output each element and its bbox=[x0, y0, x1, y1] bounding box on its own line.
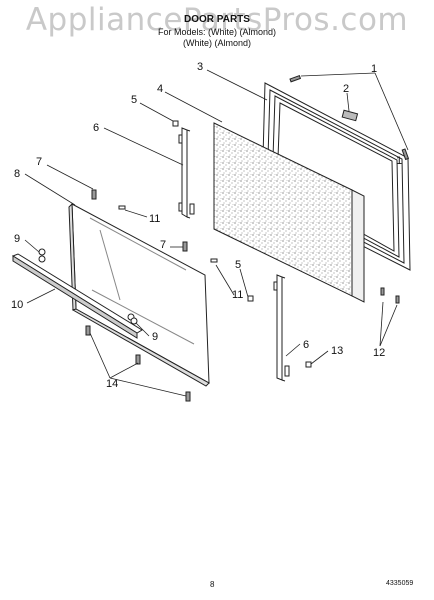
outer-door-panel bbox=[68, 202, 210, 387]
callout-3: 3 bbox=[197, 61, 203, 73]
right-door-channel bbox=[273, 274, 290, 382]
page-number: 8 bbox=[210, 580, 215, 589]
door-insulation bbox=[213, 122, 365, 303]
callout-5-b: 5 bbox=[235, 259, 241, 271]
handle-end-caps bbox=[38, 248, 138, 325]
callout-7-a: 7 bbox=[36, 156, 42, 168]
callout-4: 4 bbox=[157, 83, 163, 95]
diagram-subtitle: For Models: (White) (Almond) bbox=[157, 27, 277, 37]
callout-14: 14 bbox=[106, 378, 118, 390]
callout-5-a: 5 bbox=[131, 94, 137, 106]
diagram-title: DOOR PARTS bbox=[184, 14, 250, 25]
callout-12: 12 bbox=[373, 347, 385, 359]
callout-labels: 1 1 2 3 4 5 5 6 6 7 7 8 9 9 10 11 11 12 … bbox=[11, 61, 402, 390]
callout-10: 10 bbox=[11, 299, 23, 311]
door-handle bbox=[11, 253, 143, 339]
callout-1-a: 1 bbox=[371, 63, 377, 75]
callout-9-b: 9 bbox=[152, 331, 158, 343]
callout-9-a: 9 bbox=[14, 233, 20, 245]
color-variants: (White) (Almond) bbox=[182, 38, 251, 48]
callout-11-a: 11 bbox=[149, 213, 160, 225]
part-code: 4335059 bbox=[386, 580, 414, 587]
screws bbox=[85, 74, 410, 402]
callout-6-b: 6 bbox=[303, 339, 309, 351]
callout-11-b: 11 bbox=[232, 289, 243, 301]
callout-2: 2 bbox=[343, 83, 349, 95]
callout-8: 8 bbox=[14, 168, 20, 180]
watermark: AppliancePartsPros.com bbox=[25, 2, 409, 38]
left-door-channel bbox=[178, 127, 195, 219]
callout-7-b: 7 bbox=[160, 239, 166, 251]
callout-13: 13 bbox=[331, 345, 343, 357]
rating-label bbox=[341, 109, 359, 122]
callout-6-a: 6 bbox=[93, 122, 99, 134]
callout-1-b: 1 bbox=[396, 155, 402, 167]
door-clips bbox=[118, 120, 312, 368]
leader-lines bbox=[24, 69, 409, 397]
